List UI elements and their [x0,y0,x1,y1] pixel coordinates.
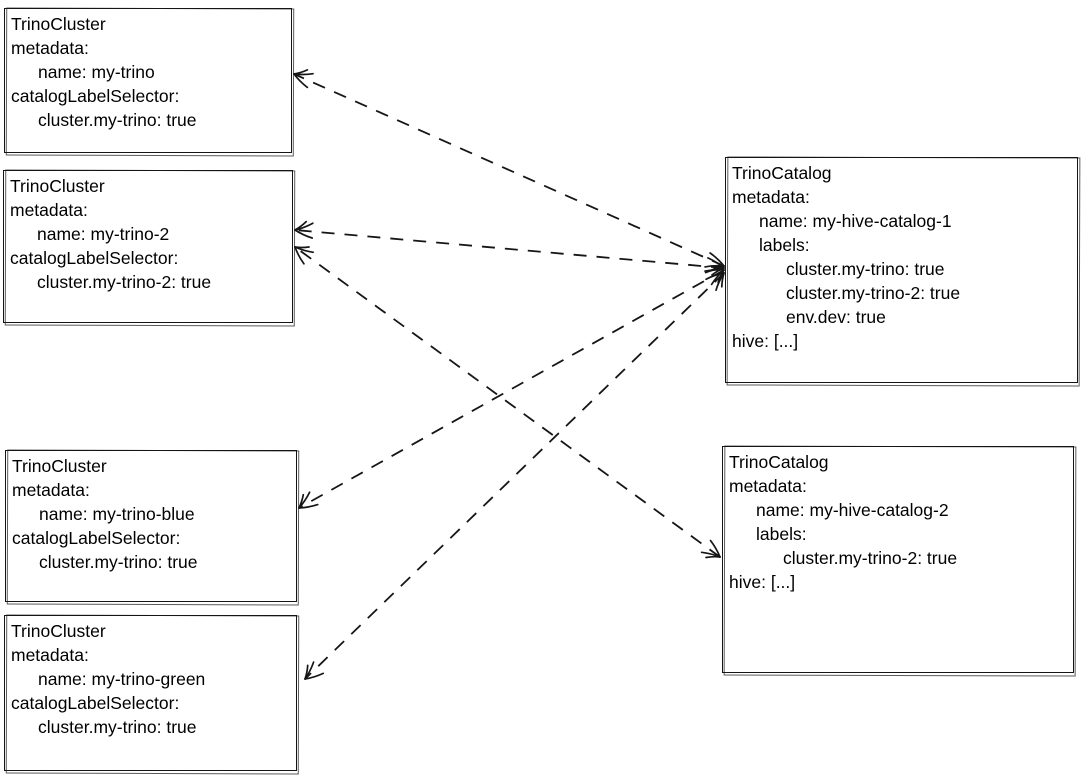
node-line: labels: [756,524,807,544]
edge-my-hive-catalog-1--my-trino-2 [294,220,725,276]
node-trinocatalog-my-hive-catalog-2: TrinoCatalog metadata: name: my-hive-cat… [722,446,1074,673]
node-line: name: my-trino-2 [37,224,170,244]
node-line: hive: [...] [732,331,799,351]
edge-my-hive-catalog-1--my-trino-blue [298,268,725,509]
node-line: labels: [759,235,810,255]
node-line: TrinoCluster [12,456,107,476]
edge-my-hive-catalog-1--my-trino [293,69,725,272]
node-line: metadata: [732,187,810,207]
node-line: name: my-trino [38,62,155,82]
edge-my-hive-catalog-1--my-trino-green [304,272,725,680]
node-line: env.dev: true [786,307,886,327]
edge-my-hive-catalog-2--my-trino-2 [294,246,721,559]
node-line: catalogLabelSelector: [11,86,180,106]
node-line: catalogLabelSelector: [11,693,180,713]
node-line: hive: [...] [729,572,796,592]
node-line: cluster.my-trino-2: true [786,283,961,303]
node-line: name: my-hive-catalog-1 [759,211,952,231]
node-line: metadata: [11,645,89,665]
node-trinocatalog-my-hive-catalog-1: TrinoCatalog metadata: name: my-hive-cat… [725,157,1078,383]
node-line: metadata: [12,480,90,500]
node-line: TrinoCluster [11,621,106,641]
node-line: cluster.my-trino: true [38,110,197,130]
node-line: metadata: [729,476,807,496]
node-line: TrinoCatalog [729,452,829,472]
node-line: name: my-trino-blue [39,504,195,524]
node-trinocluster-my-trino-green: TrinoCluster metadata: name: my-trino-gr… [4,615,297,771]
node-line: cluster.my-trino: true [786,259,945,279]
node-line: TrinoCluster [11,14,106,34]
node-line: TrinoCatalog [732,163,832,183]
node-trinocluster-my-trino-blue: TrinoCluster metadata: name: my-trino-bl… [5,450,297,602]
node-line: cluster.my-trino: true [39,552,198,572]
node-line: metadata: [10,200,88,220]
node-trinocluster-my-trino: TrinoCluster metadata: name: my-trino ca… [4,8,292,153]
node-line: metadata: [11,38,89,58]
node-line: name: my-hive-catalog-2 [756,500,949,520]
node-line: catalogLabelSelector: [10,248,179,268]
node-line: cluster.my-trino-2: true [783,548,958,568]
node-line: catalogLabelSelector: [12,528,181,548]
node-trinocluster-my-trino-2: TrinoCluster metadata: name: my-trino-2 … [3,170,293,323]
node-line: cluster.my-trino: true [38,717,197,737]
node-line: cluster.my-trino-2: true [37,272,212,292]
node-line: name: my-trino-green [38,669,206,689]
node-line: TrinoCluster [10,176,105,196]
